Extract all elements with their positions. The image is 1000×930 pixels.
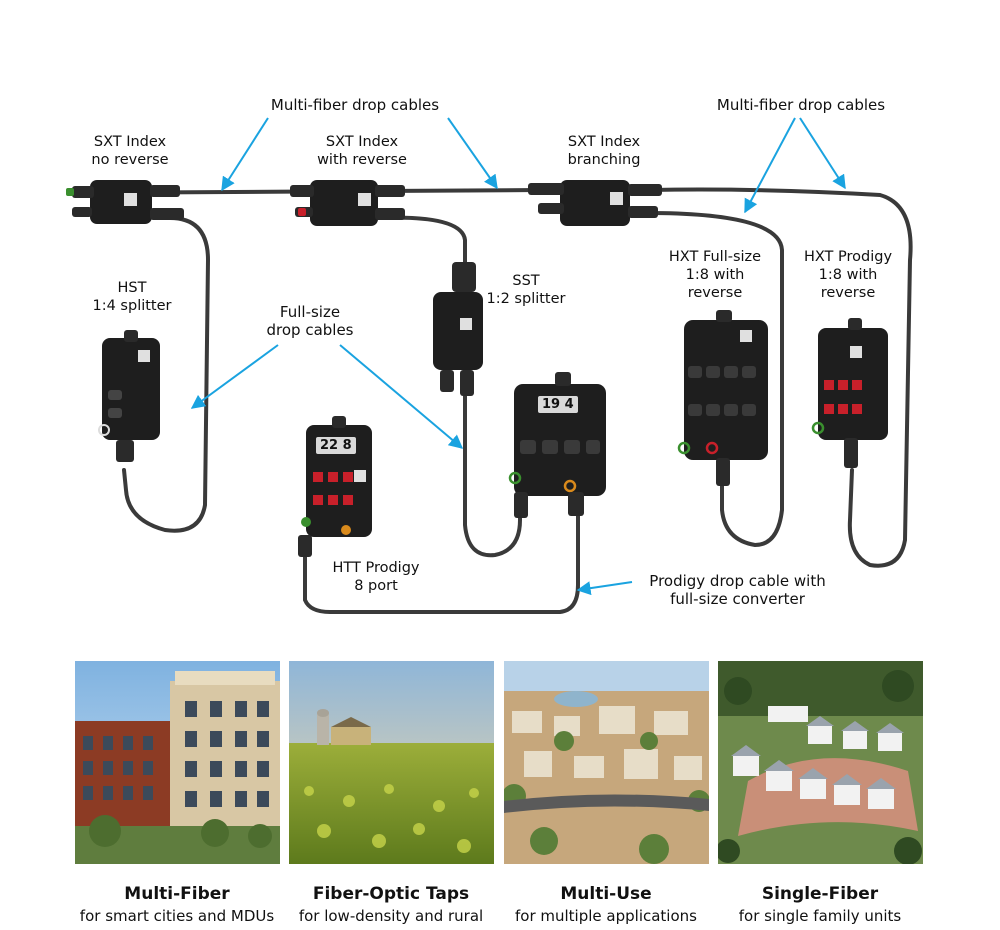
- category-subtitle-fiber-optic-taps: for low-density and rural: [298, 907, 484, 925]
- hxt-full-drop-cable: [638, 210, 784, 548]
- label-hxt-prodigy: HXT Prodigy 1:8 with reverse: [803, 249, 893, 301]
- category-subtitle-single-fiber: for single family units: [738, 907, 902, 925]
- label-hxt-full: HXT Full-size 1:8 with reverse: [668, 249, 762, 301]
- arrow-multi-fiber-left-a: [221, 117, 269, 192]
- arrow-multi-fiber-right-b: [799, 117, 846, 190]
- sxt-with-reverse-device: [290, 180, 405, 226]
- callout-multi-fiber-left: Multi-fiber drop cables: [270, 96, 440, 114]
- photo-single-fiber-homes: [718, 661, 923, 864]
- label-sxt-branching: SXT Index branching: [567, 134, 641, 168]
- terminal-device: [508, 372, 606, 518]
- terminal-tag: 19 4: [538, 396, 578, 413]
- callout-prodigy-drop: Prodigy drop cable with full-size conver…: [649, 572, 826, 608]
- hst-drop-cable: [122, 216, 211, 533]
- category-subtitle-multi-use: for multiple applications: [515, 907, 697, 925]
- label-htt-prodigy: HTT Prodigy 8 port: [332, 560, 420, 594]
- sxt-no-reverse-device: [66, 180, 184, 224]
- photo-multi-fiber-building: [75, 661, 280, 864]
- htt-tag: 22 8: [316, 437, 356, 454]
- label-sst: SST 1:2 splitter: [486, 273, 566, 307]
- hxt-prodigy-device: [811, 318, 888, 468]
- callout-multi-fiber-right: Multi-fiber drop cables: [716, 96, 886, 114]
- category-title-multi-fiber: Multi-Fiber: [124, 884, 230, 904]
- arrow-prodigy-drop: [576, 581, 633, 596]
- category-title-fiber-optic-taps: Fiber-Optic Taps: [312, 884, 470, 904]
- category-subtitle-multi-fiber: for smart cities and MDUs: [79, 907, 275, 925]
- hxt-full-device: [677, 310, 768, 486]
- label-hst: HST 1:4 splitter: [92, 280, 172, 314]
- sxt-branching-device: [528, 180, 662, 226]
- photo-fiber-optic-taps-farm: [289, 661, 494, 864]
- photo-multi-use-city: [504, 661, 709, 864]
- label-sxt-no-reverse: SXT Index no reverse: [91, 134, 169, 168]
- prodigy-converter-cable: [303, 513, 580, 614]
- callout-arrows: [190, 117, 846, 596]
- sst-device: [433, 262, 483, 396]
- sst-to-terminal-cable: [463, 393, 522, 558]
- label-sxt-with-reverse: SXT Index with reverse: [317, 134, 407, 168]
- arrow-full-size-a: [190, 344, 279, 409]
- arrow-full-size-b: [339, 344, 464, 449]
- arrow-multi-fiber-left-b: [447, 117, 498, 190]
- category-title-multi-use: Multi-Use: [560, 884, 652, 904]
- network-diagram: [66, 117, 913, 614]
- arrow-multi-fiber-right-a: [744, 117, 796, 214]
- hst-device: [98, 330, 160, 462]
- callout-full-size: Full-size drop cables: [266, 303, 354, 339]
- category-title-single-fiber: Single-Fiber: [761, 884, 879, 904]
